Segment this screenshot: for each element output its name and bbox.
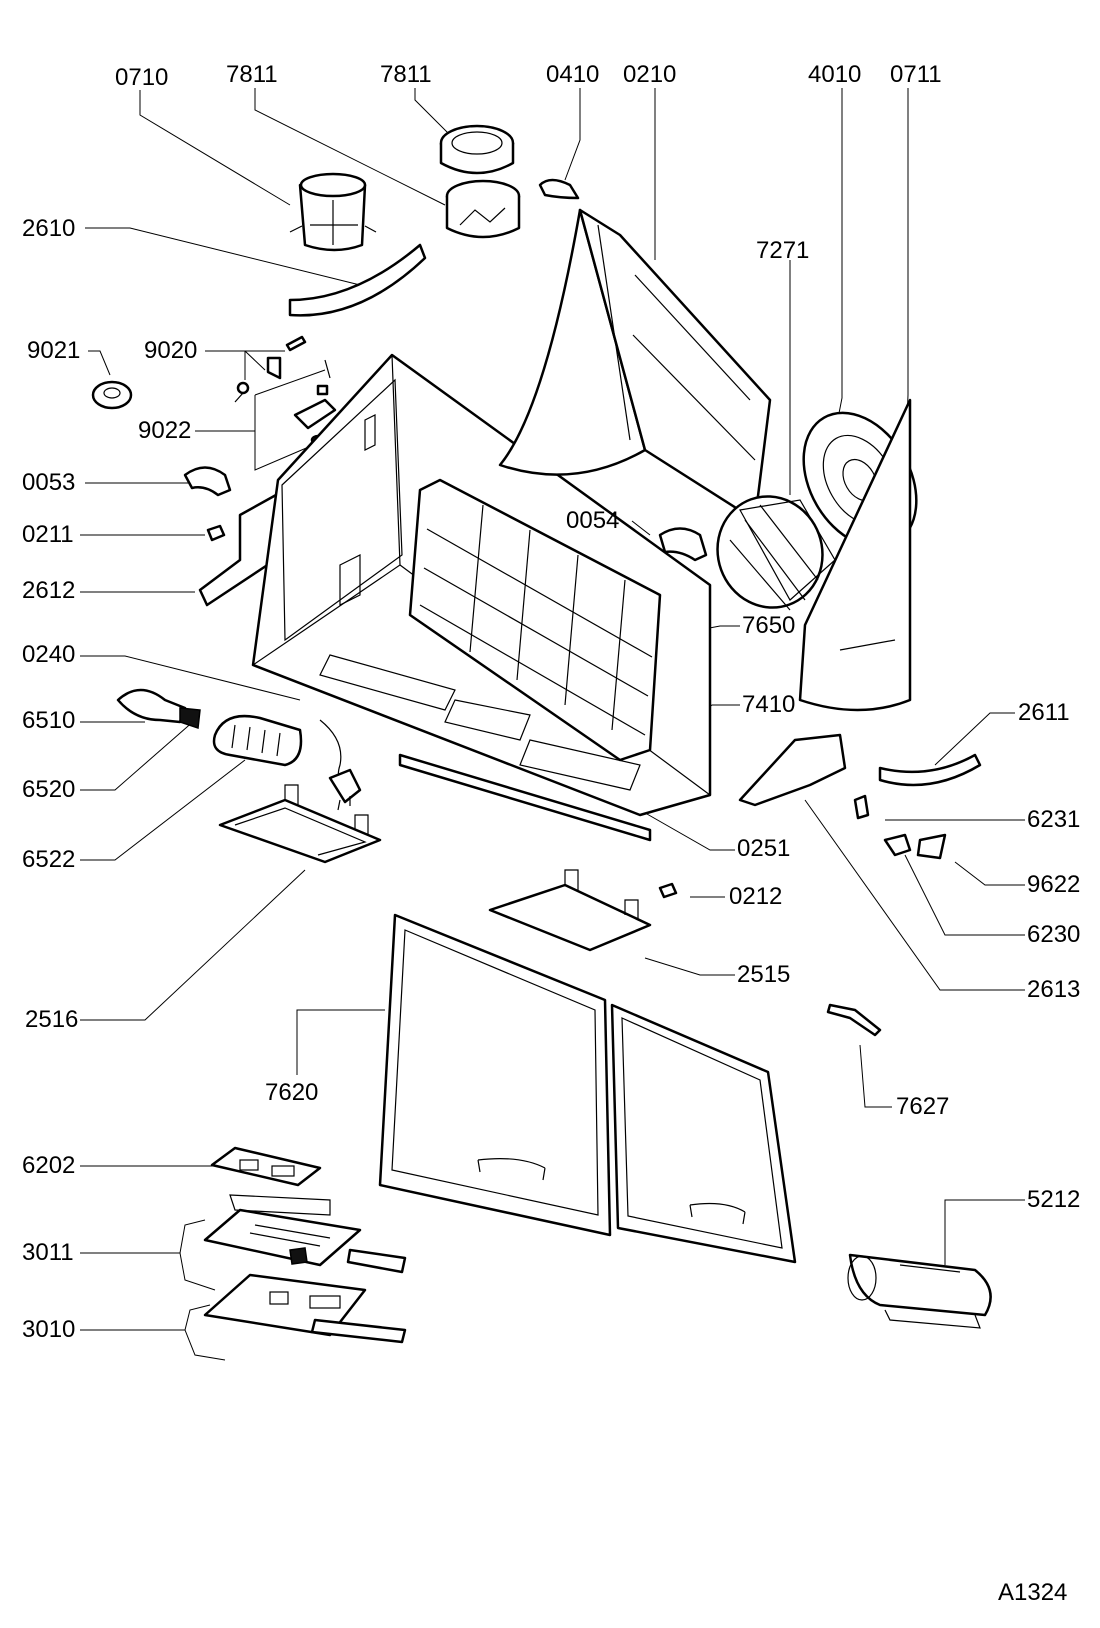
part-7627-strip bbox=[826, 1003, 882, 1037]
label-0711: 0711 bbox=[890, 61, 942, 88]
part-0053-clip bbox=[183, 466, 232, 497]
part-7811-ring-upper bbox=[439, 124, 515, 175]
part-0251-strip bbox=[398, 753, 652, 842]
label-0240: 0240 bbox=[22, 641, 75, 668]
label-0710: 0710 bbox=[115, 64, 168, 91]
label-6510: 6510 bbox=[22, 707, 75, 734]
part-2515-tray bbox=[488, 869, 652, 952]
part-0210-chimney bbox=[498, 208, 772, 522]
part-6231-switch bbox=[853, 794, 870, 820]
part-9021-round-cap bbox=[91, 380, 133, 410]
part-6510-lamp-bulb bbox=[116, 688, 201, 730]
label-0212: 0212 bbox=[729, 883, 782, 910]
label-7627: 7627 bbox=[896, 1093, 949, 1120]
part-9020-screw-bracket bbox=[234, 335, 331, 403]
part-0710-duct-adapter bbox=[289, 172, 377, 252]
part-0211-clip bbox=[206, 524, 226, 542]
label-3011: 3011 bbox=[22, 1239, 74, 1266]
part-3010-control-housing bbox=[203, 1273, 407, 1344]
label-9022: 9022 bbox=[138, 417, 191, 444]
label-7650: 7650 bbox=[742, 612, 795, 639]
label-6230: 6230 bbox=[1027, 921, 1080, 948]
part-0410-clip bbox=[538, 178, 580, 200]
part-2610-curved-strip bbox=[288, 243, 427, 317]
label-2613: 2613 bbox=[1027, 976, 1080, 1003]
label-2611: 2611 bbox=[1018, 699, 1070, 726]
part-2611-curved-strip bbox=[878, 753, 982, 787]
part-6522-tray bbox=[218, 784, 382, 864]
label-4010: 4010 bbox=[808, 61, 861, 88]
part-7650-side-panel bbox=[798, 398, 912, 712]
diagram-code: A1324 bbox=[998, 1579, 1067, 1606]
label-3010: 3010 bbox=[22, 1316, 75, 1343]
label-6231: 6231 bbox=[1027, 806, 1080, 833]
label-0410: 0410 bbox=[546, 61, 599, 88]
label-9020: 9020 bbox=[144, 337, 197, 364]
label-6520: 6520 bbox=[22, 776, 75, 803]
part-0240-hood-body bbox=[251, 353, 712, 817]
label-7620: 7620 bbox=[265, 1079, 318, 1106]
label-6202: 6202 bbox=[22, 1152, 75, 1179]
part-9622-plate bbox=[916, 833, 947, 860]
label-0210: 0210 bbox=[623, 61, 676, 88]
label-0251: 0251 bbox=[737, 835, 790, 862]
filter-grid bbox=[419, 504, 653, 736]
part-labels: 0710 7811 7811 0410 0210 4010 0711 2610 … bbox=[22, 61, 1080, 1606]
part-3011-control-panel bbox=[203, 1194, 407, 1274]
label-7811-right: 7811 bbox=[380, 61, 432, 88]
label-2516: 2516 bbox=[25, 1006, 78, 1033]
part-6202-switch-bar bbox=[210, 1146, 322, 1187]
label-7271: 7271 bbox=[756, 237, 809, 264]
part-7620-filter-panels bbox=[378, 913, 797, 1264]
part-5212-motor-housing bbox=[847, 1253, 992, 1329]
part-7811-ring-lower bbox=[445, 179, 521, 239]
part-6520-lamp-cover bbox=[212, 714, 303, 767]
part-7410-power-cable bbox=[319, 719, 362, 811]
label-2515: 2515 bbox=[737, 961, 790, 988]
label-9021: 9021 bbox=[27, 337, 80, 364]
part-2613-bracket bbox=[738, 733, 847, 807]
part-0212-clip bbox=[658, 882, 678, 899]
label-7811-left: 7811 bbox=[226, 61, 278, 88]
label-2612: 2612 bbox=[22, 577, 75, 604]
label-0054: 0054 bbox=[566, 507, 619, 534]
label-5212: 5212 bbox=[1027, 1186, 1080, 1213]
label-0053: 0053 bbox=[22, 469, 75, 496]
label-7410: 7410 bbox=[742, 691, 795, 718]
part-6230-switch bbox=[883, 833, 912, 857]
label-2610: 2610 bbox=[22, 215, 75, 242]
label-9622: 9622 bbox=[1027, 871, 1080, 898]
label-0211: 0211 bbox=[22, 521, 74, 548]
label-6522: 6522 bbox=[22, 846, 75, 873]
part-0054-clip bbox=[658, 527, 708, 562]
